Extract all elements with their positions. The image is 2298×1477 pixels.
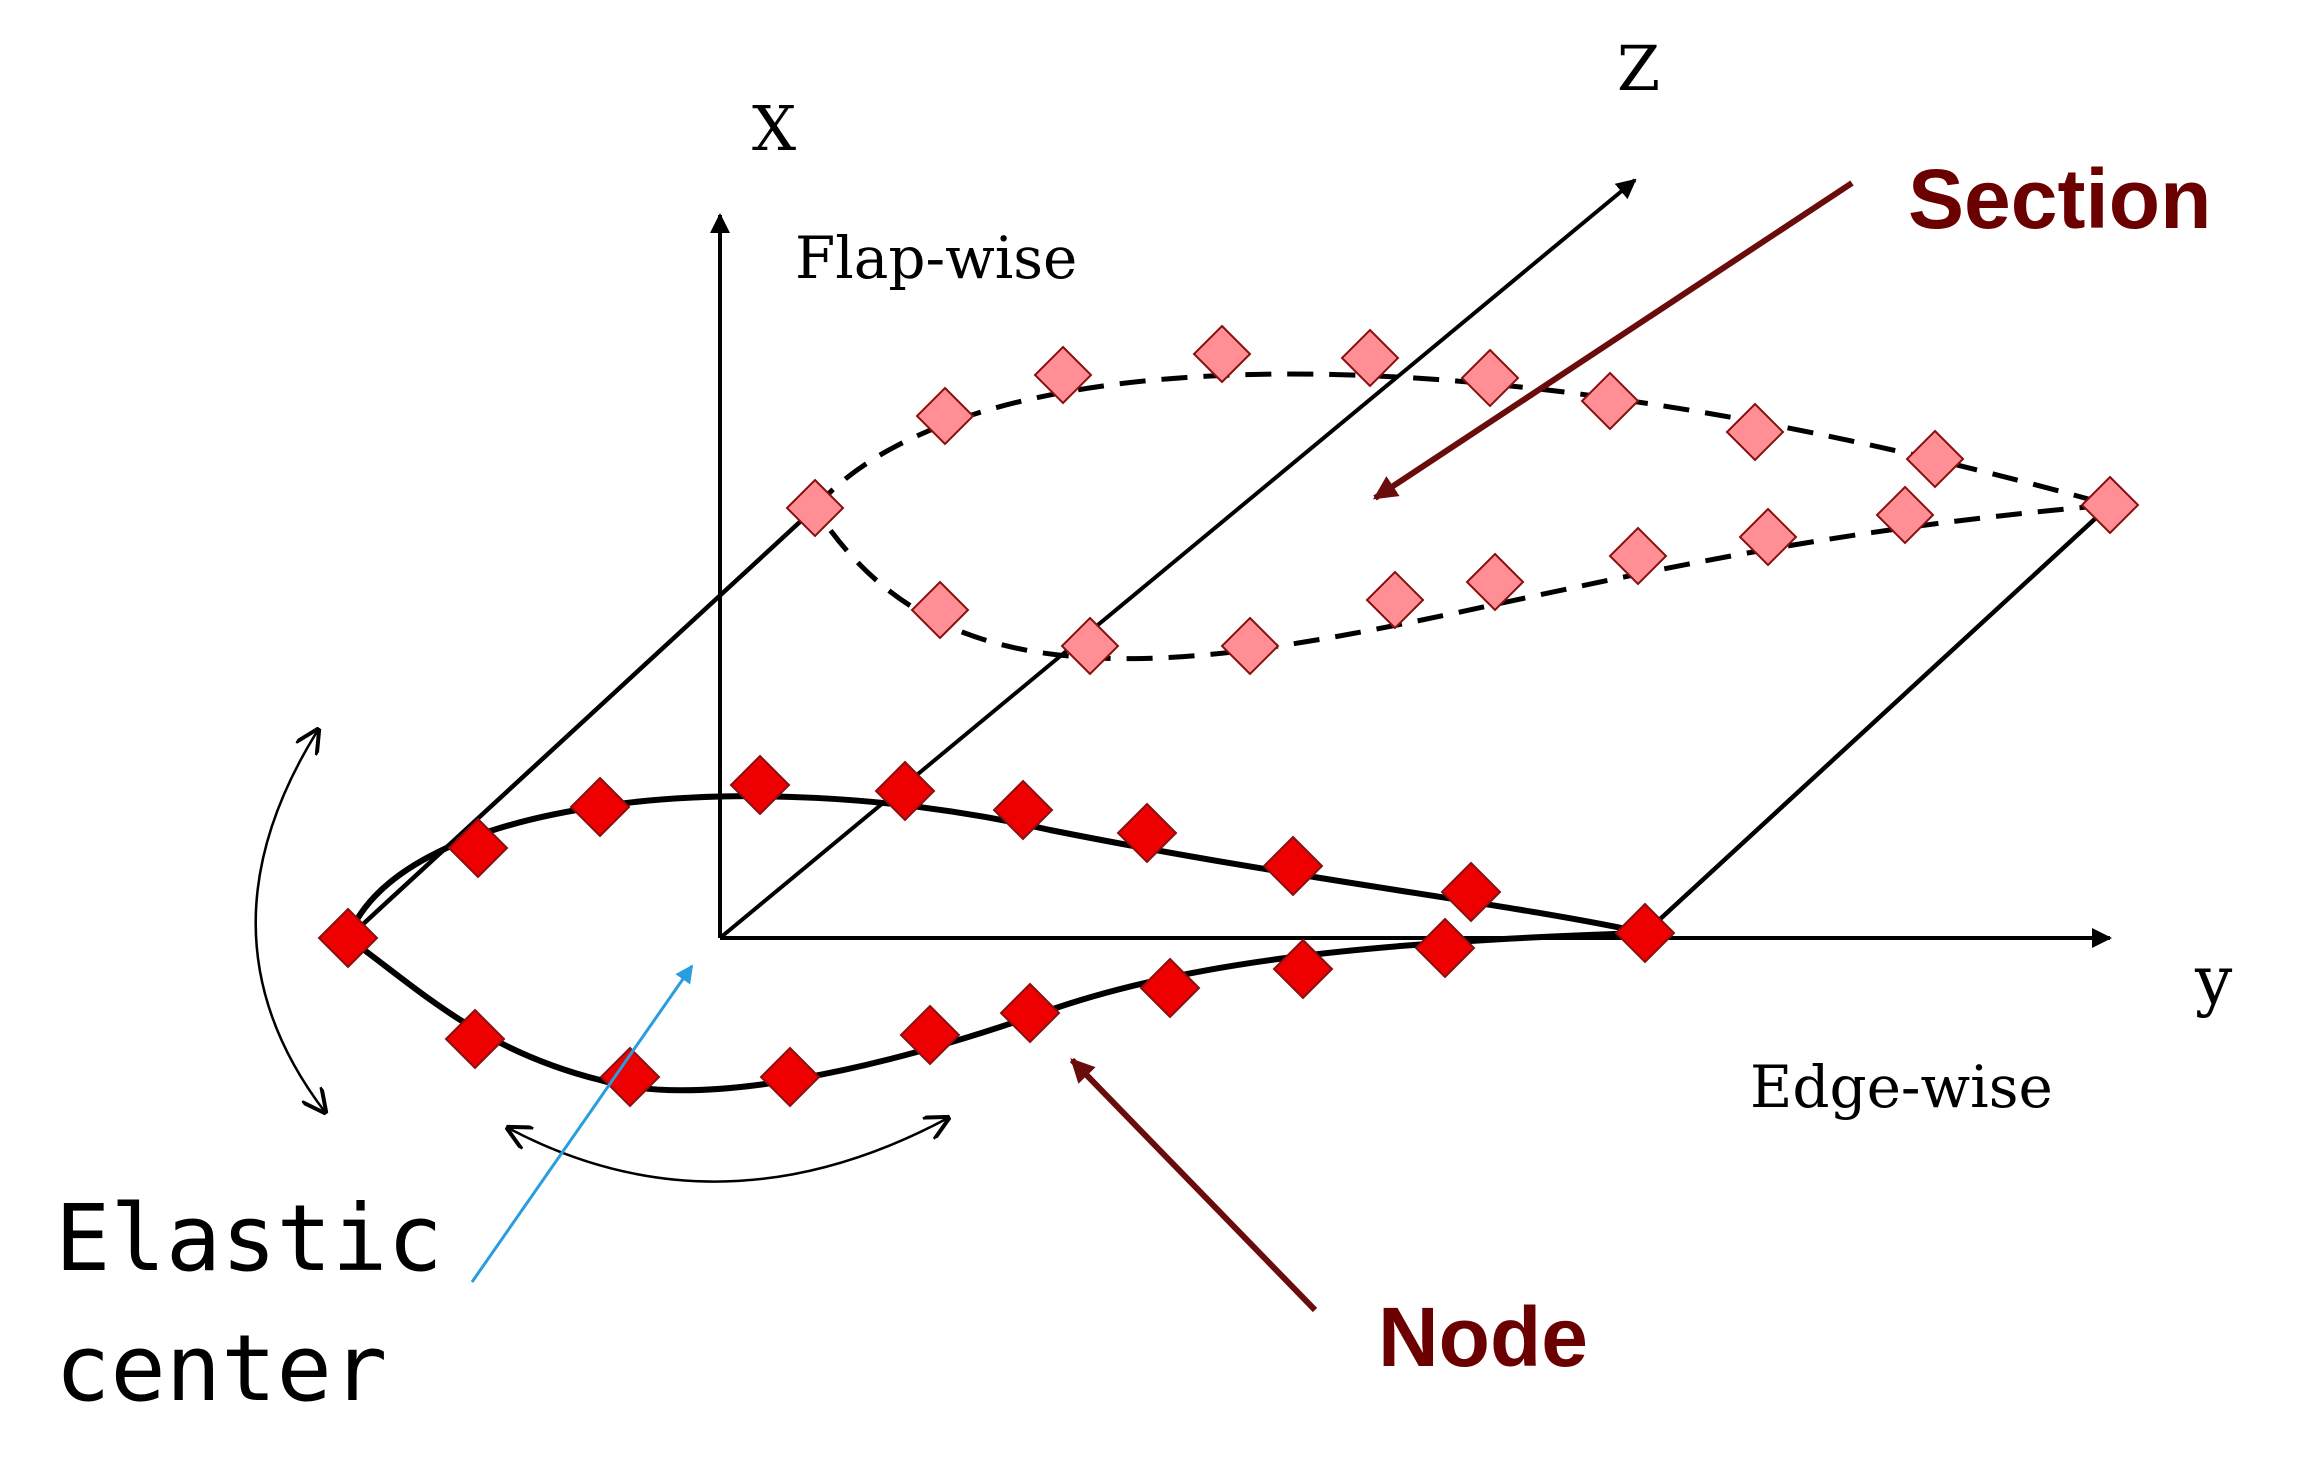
tip-section-node xyxy=(2080,475,2140,535)
leading-edge-line xyxy=(346,506,817,940)
root-section-node xyxy=(1272,938,1334,1000)
tip-section-node xyxy=(1192,324,1252,384)
node-pointer-arrow xyxy=(1069,1057,1318,1313)
elastic-center-pointer-arrow xyxy=(470,964,694,1283)
tip-section-node xyxy=(1033,345,1093,405)
tip-section-nodes xyxy=(785,324,2140,676)
tip-section-node xyxy=(785,478,845,538)
root-section-node xyxy=(899,1004,961,1066)
root-section-node xyxy=(569,776,631,838)
root-section-node xyxy=(1262,835,1324,897)
root-section-node xyxy=(1614,902,1676,964)
tip-section-node xyxy=(915,386,975,446)
tip-section-outline xyxy=(811,371,2111,662)
tip-section-node xyxy=(1580,371,1640,431)
elastic-center-label-line1: Elastic xyxy=(55,1185,443,1292)
section-label: Section xyxy=(1908,152,2211,246)
section-pointer-arrow xyxy=(1372,180,1854,501)
flapwise-rotation-arrow xyxy=(254,730,325,1112)
root-section-node xyxy=(729,754,791,816)
rotation-arrows xyxy=(254,730,948,1183)
root-section-nodes xyxy=(317,754,1676,1108)
root-section-node xyxy=(992,779,1054,841)
node-label: Node xyxy=(1378,1290,1588,1384)
tip-section-node xyxy=(1608,526,1668,586)
tip-section-node xyxy=(1738,507,1798,567)
blade-edges xyxy=(346,503,2112,940)
elastic-center-label-line2: center xyxy=(55,1315,387,1422)
root-section-node xyxy=(599,1046,661,1108)
y-axis-label: y xyxy=(2194,942,2233,1019)
tip-section-node xyxy=(1340,328,1400,388)
root-section-node xyxy=(874,760,936,822)
tip-section-node xyxy=(1465,552,1525,612)
tip-section-node xyxy=(1905,429,1965,489)
root-section-node xyxy=(1116,802,1178,864)
tip-section-node xyxy=(1220,616,1280,676)
root-section-node xyxy=(447,817,509,879)
tip-section-node xyxy=(1365,570,1425,630)
root-section xyxy=(317,754,1676,1108)
root-section-node xyxy=(1414,917,1476,979)
tip-section-node xyxy=(1875,485,1935,545)
z-axis-label: Z xyxy=(1617,32,1660,105)
tip-section xyxy=(785,324,2140,676)
root-section-node xyxy=(444,1008,506,1070)
root-section-node xyxy=(1139,957,1201,1019)
trailing-edge-line xyxy=(1643,503,2112,935)
z-axis xyxy=(718,178,1637,940)
flap-wise-label: Flap-wise xyxy=(795,224,1077,292)
x-axis-label: X xyxy=(752,92,796,165)
tip-section-node xyxy=(910,580,970,640)
root-section-node xyxy=(759,1046,821,1108)
tip-section-node xyxy=(1460,348,1520,408)
coordinate-axes xyxy=(710,178,2112,948)
edgewise-rotation-arrow xyxy=(508,1118,948,1183)
tip-section-node xyxy=(1060,616,1120,676)
root-section-node xyxy=(999,982,1061,1044)
tip-section-node xyxy=(1725,402,1785,462)
edge-wise-label: Edge-wise xyxy=(1750,1053,2053,1121)
root-section-node xyxy=(1440,861,1502,923)
